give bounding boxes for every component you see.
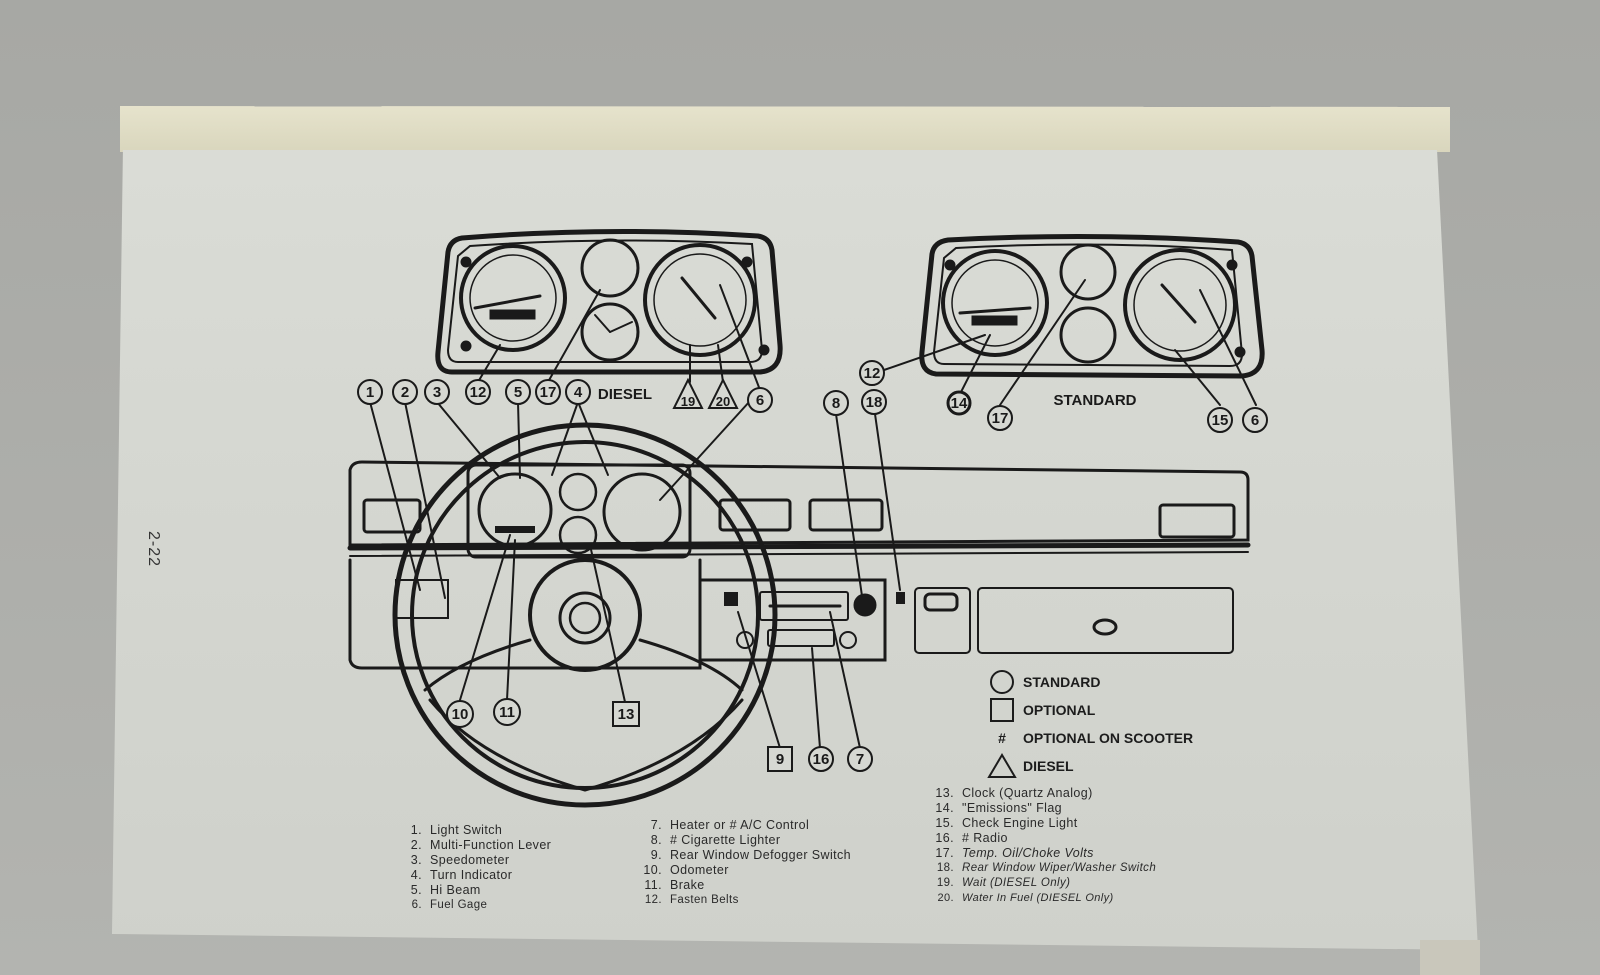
callout-8: 8 xyxy=(823,390,849,416)
key-label-optional: OPTIONAL xyxy=(1023,702,1096,718)
legend-item: 4.Turn Indicator xyxy=(410,868,513,882)
callout-12-diesel: 12 xyxy=(465,379,491,405)
callout-20: 20 xyxy=(707,377,739,409)
steering-wheel xyxy=(392,422,778,808)
svg-text:4: 4 xyxy=(574,384,583,401)
svg-text:11: 11 xyxy=(499,704,515,721)
svg-text:12: 12 xyxy=(864,365,881,382)
callout-12-standard: 12 xyxy=(859,360,885,386)
standard-label: STANDARD xyxy=(1053,392,1136,409)
callout-17-standard: 17 xyxy=(987,405,1013,431)
symbol-key: STANDARD OPTIONAL # OPTIONAL ON SCOOTER … xyxy=(985,668,1193,780)
legend-item: 20.Water In Fuel (DIESEL Only) xyxy=(937,892,1114,904)
svg-text:10: 10 xyxy=(452,706,469,723)
legend-item: 14."Emissions" Flag xyxy=(935,801,1063,815)
callout-13: 13 xyxy=(612,701,640,727)
svg-text:3: 3 xyxy=(433,384,441,401)
legend-column-2: 7.Heater or # A/C Control 8.# Cigarette … xyxy=(640,818,851,908)
callout-19: 19 xyxy=(672,377,704,409)
legend-item: 13.Clock (Quartz Analog) xyxy=(935,786,1093,800)
key-row-optional: OPTIONAL xyxy=(985,696,1193,724)
key-label-standard: STANDARD xyxy=(1023,674,1101,690)
legend-item: 16.# Radio xyxy=(935,831,1008,845)
svg-text:17: 17 xyxy=(540,384,557,401)
svg-text:9: 9 xyxy=(776,751,784,768)
callout-10: 10 xyxy=(446,700,474,728)
legend-item: 12.Fasten Belts xyxy=(644,894,739,906)
legend-item: 7.Heater or # A/C Control xyxy=(650,818,810,832)
dashboard-body xyxy=(347,460,1251,670)
key-row-scooter: # OPTIONAL ON SCOOTER xyxy=(985,724,1193,752)
svg-text:16: 16 xyxy=(813,751,830,768)
callout-2: 2 xyxy=(392,379,418,405)
callout-6-standard: 6 xyxy=(1242,407,1268,433)
key-label-scooter: OPTIONAL ON SCOOTER xyxy=(1023,730,1194,746)
legend-item: 3.Speedometer xyxy=(410,853,510,867)
callouts: 1 2 3 12 5 17 4 DIESEL 19 20 6 8 18 12 1… xyxy=(357,360,1268,772)
callout-18: 18 xyxy=(861,389,887,415)
callout-9: 9 xyxy=(767,746,793,772)
page-edge-strip xyxy=(120,106,1450,152)
svg-text:12: 12 xyxy=(470,384,487,401)
callout-5: 5 xyxy=(505,379,531,405)
svg-text:6: 6 xyxy=(756,392,764,409)
circle-symbol-icon xyxy=(990,670,1014,694)
svg-text:8: 8 xyxy=(832,395,840,412)
key-row-standard: STANDARD xyxy=(985,668,1193,696)
key-label-diesel: DIESEL xyxy=(1023,758,1074,774)
legend-column-1: 1.Light Switch 2.Multi-Function Lever 3.… xyxy=(400,823,551,913)
callout-11: 11 xyxy=(493,698,521,726)
legend-item: 2.Multi-Function Lever xyxy=(410,838,552,852)
svg-text:5: 5 xyxy=(514,384,522,401)
svg-text:7: 7 xyxy=(856,751,864,768)
legend-item: 15.Check Engine Light xyxy=(935,816,1078,830)
callout-16: 16 xyxy=(808,746,834,772)
standard-instrument-cluster xyxy=(919,233,1265,379)
page-corner xyxy=(1420,940,1480,975)
legend-item: 9.Rear Window Defogger Switch xyxy=(650,848,852,862)
callout-7: 7 xyxy=(847,746,873,772)
svg-text:18: 18 xyxy=(866,394,883,411)
square-symbol-icon xyxy=(990,698,1014,722)
legend-item: 5.Hi Beam xyxy=(410,883,481,897)
legend-column-3: 13.Clock (Quartz Analog) 14."Emissions" … xyxy=(932,786,1156,906)
svg-text:20: 20 xyxy=(716,394,730,409)
legend-item: 17.Temp. Oil/Choke Volts xyxy=(935,846,1094,860)
legend-item: 6.Fuel Gage xyxy=(411,899,488,911)
legend-item: 18.Rear Window Wiper/Washer Switch xyxy=(936,862,1157,874)
callout-15: 15 xyxy=(1207,407,1233,433)
svg-text:14: 14 xyxy=(951,395,968,412)
hash-symbol-icon: # xyxy=(998,730,1006,746)
legend-item: 11.Brake xyxy=(644,878,705,892)
leader-lines xyxy=(369,279,1257,749)
legend-item: 10.Odometer xyxy=(643,863,729,877)
svg-text:6: 6 xyxy=(1251,412,1259,429)
svg-text:2: 2 xyxy=(401,384,409,401)
callout-4: 4 xyxy=(565,379,591,405)
legend-item: 1.Light Switch xyxy=(410,823,503,837)
legend-item: 8.# Cigarette Lighter xyxy=(650,833,781,847)
svg-text:17: 17 xyxy=(992,410,1009,427)
diesel-instrument-cluster xyxy=(435,228,783,375)
callout-1: 1 xyxy=(357,379,383,405)
svg-text:19: 19 xyxy=(681,394,695,409)
callout-14: 14 xyxy=(946,390,972,416)
manual-page xyxy=(112,150,1478,950)
triangle-symbol-icon xyxy=(987,753,1017,778)
svg-text:1: 1 xyxy=(366,384,374,401)
legend-item: 19.Wait (DIESEL Only) xyxy=(936,877,1071,889)
diesel-label: DIESEL xyxy=(598,386,652,403)
svg-text:13: 13 xyxy=(618,706,635,723)
key-row-diesel: DIESEL xyxy=(985,752,1193,780)
callout-17-diesel: 17 xyxy=(535,379,561,405)
svg-text:15: 15 xyxy=(1212,412,1229,429)
callout-3: 3 xyxy=(424,379,450,405)
callout-6-diesel: 6 xyxy=(747,387,773,413)
